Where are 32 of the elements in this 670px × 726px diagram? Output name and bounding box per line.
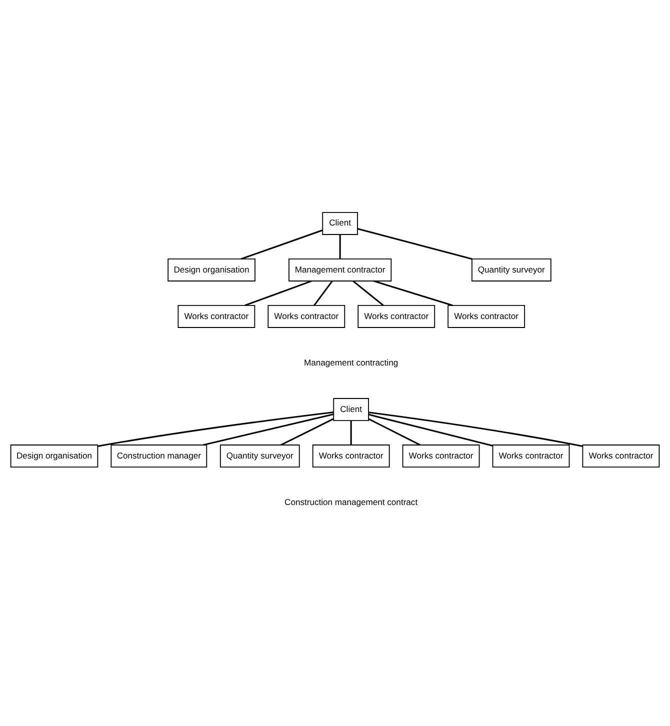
connector: [357, 228, 472, 260]
connector: [240, 230, 323, 260]
node-box: Design organisation: [168, 258, 256, 282]
node-box: Quantity surveyor: [220, 444, 300, 468]
node-box: Client: [333, 398, 369, 421]
node-box: Construction manager: [110, 444, 208, 468]
node-box: Design organisation: [10, 444, 98, 468]
connector: [368, 418, 421, 446]
connector: [203, 414, 334, 446]
node-box: Works contractor: [178, 305, 256, 328]
connector: [352, 280, 384, 306]
connector: [368, 414, 493, 446]
node-box: Works contractor: [358, 305, 436, 328]
node-box: Works contractor: [268, 305, 346, 328]
connector: [374, 280, 453, 306]
connector: [280, 418, 334, 446]
node-box: Works contractor: [448, 305, 526, 328]
connector: [368, 412, 583, 448]
label: Construction management contract: [284, 496, 418, 507]
connector: [339, 234, 341, 259]
node-box: Client: [322, 212, 358, 235]
connector: [244, 280, 312, 306]
node-box: Quantity surveyor: [471, 258, 552, 282]
node-box: Works contractor: [492, 444, 570, 468]
connector: [98, 411, 334, 447]
node-box: Works contractor: [582, 444, 660, 468]
node-box: Works contractor: [312, 444, 390, 468]
connector: [350, 420, 352, 445]
connector: [314, 280, 333, 306]
label: Management contracting: [304, 357, 398, 368]
node-box: Works contractor: [402, 444, 480, 468]
node-box: Management contractor: [288, 258, 392, 282]
